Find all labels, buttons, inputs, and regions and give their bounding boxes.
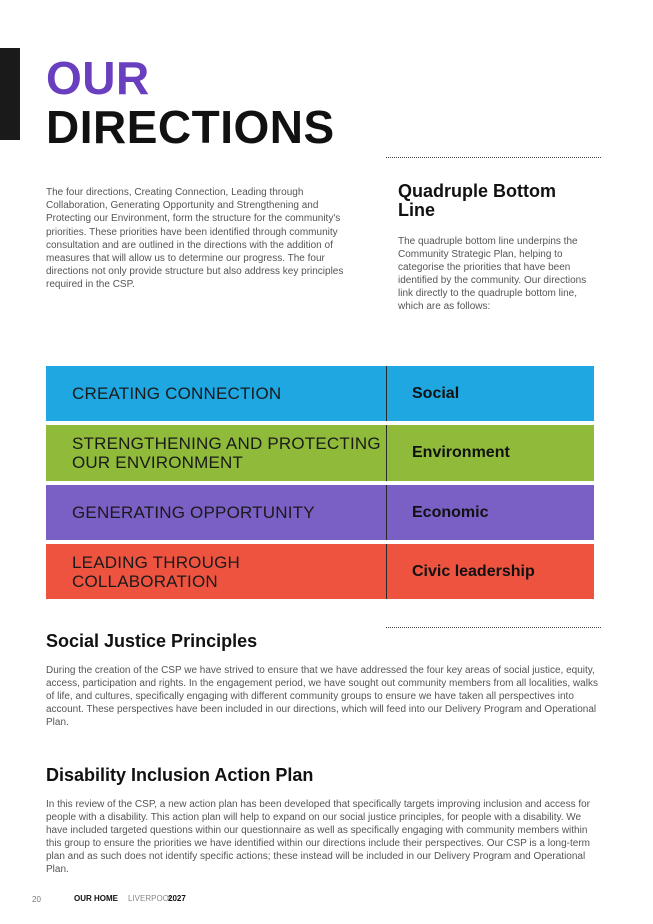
section-divider bbox=[386, 627, 601, 628]
direction-name: STRENGTHENING AND PROTECTING OUR ENVIRON… bbox=[72, 434, 381, 472]
row-divider bbox=[386, 425, 387, 481]
quadruple-bottom-line-text: The quadruple bottom line underpins the … bbox=[398, 236, 587, 312]
page-title-line2: DIRECTIONS bbox=[46, 101, 335, 153]
direction-name: CREATING CONNECTION bbox=[72, 384, 282, 403]
disability-heading: Disability Inclusion Action Plan bbox=[46, 765, 314, 785]
quadruple-bottom-line-heading: Quadruple Bottom Line bbox=[398, 181, 556, 220]
side-accent-bar bbox=[0, 48, 20, 140]
row-divider bbox=[386, 544, 387, 599]
direction-row-economic: GENERATING OPPORTUNITY Economic bbox=[46, 485, 594, 540]
direction-row-civic: LEADING THROUGH COLLABORATION Civic lead… bbox=[46, 544, 594, 599]
direction-row-social: CREATING CONNECTION Social bbox=[46, 366, 594, 421]
direction-category: Social bbox=[412, 384, 460, 402]
social-justice-text: During the creation of the CSP we have s… bbox=[46, 665, 598, 728]
direction-row-environment: STRENGTHENING AND PROTECTING OUR ENVIRON… bbox=[46, 425, 594, 481]
direction-category: Civic leadership bbox=[412, 562, 535, 580]
row-divider bbox=[386, 485, 387, 540]
title-divider bbox=[386, 157, 601, 158]
intro-paragraph: The four directions, Creating Connection… bbox=[46, 187, 344, 291]
row-divider bbox=[386, 366, 387, 421]
disability-text: In this review of the CSP, a new action … bbox=[46, 799, 591, 875]
footer-brand-our-home: OUR HOME bbox=[74, 894, 118, 903]
page-title-line1: OUR bbox=[46, 52, 150, 104]
direction-category: Environment bbox=[412, 444, 510, 461]
direction-name: GENERATING OPPORTUNITY bbox=[72, 503, 315, 522]
footer-brand-liverpool: LIVERPOOL bbox=[128, 894, 174, 903]
page-number: 20 bbox=[32, 895, 41, 904]
direction-category: Economic bbox=[412, 503, 489, 521]
social-justice-heading: Social Justice Principles bbox=[46, 631, 258, 651]
direction-name: LEADING THROUGH COLLABORATION bbox=[72, 552, 240, 591]
footer-brand-year: 2027 bbox=[168, 894, 186, 903]
